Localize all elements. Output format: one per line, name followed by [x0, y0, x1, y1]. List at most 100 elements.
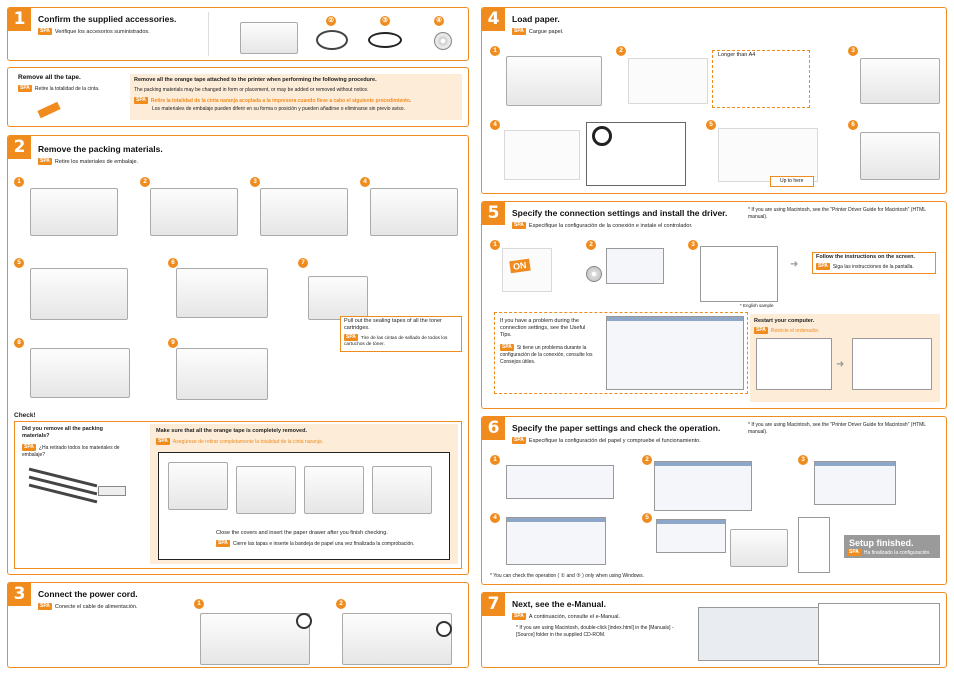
lang-badge: SPA: [38, 28, 52, 35]
accessory-badge: ④: [434, 16, 444, 26]
check-printer: [168, 462, 228, 510]
follow-es-text: Siga las instrucciones de la pantalla.: [832, 263, 914, 270]
subtitle-text: Cargue papel.: [528, 28, 564, 35]
step-badge: 2: [140, 177, 150, 187]
printer-image: [240, 22, 298, 54]
step-number: 5: [482, 202, 505, 225]
english-sample-note: * English sample: [740, 303, 774, 308]
next-arrow-icon: ➜: [790, 259, 799, 270]
pull-tapes-en: Pull out the sealing tapes of all the to…: [344, 318, 442, 331]
check-label: Check!: [14, 412, 36, 419]
lang-badge: SPA: [500, 344, 514, 351]
restart-en: Restart your computer.: [754, 318, 815, 324]
e-manual-screen: [818, 603, 940, 665]
check-printer: [236, 466, 296, 514]
lang-badge: SPA: [512, 28, 526, 35]
accessory-badge: ②: [326, 16, 336, 26]
config-page: [798, 517, 830, 573]
cd-rom-icon: [586, 266, 602, 282]
restart-es-text: Reinicie el ordenador.: [770, 327, 820, 334]
check-printer: [304, 466, 364, 514]
step-number: 4: [482, 8, 505, 31]
step-badge: 7: [298, 258, 308, 268]
step-badge: 3: [848, 46, 858, 56]
step-illustration: [176, 348, 268, 400]
close-es-text: Cierre las tapas e inserte la bandeja de…: [232, 540, 415, 547]
step-badge: 1: [490, 240, 500, 250]
step-badge: 2: [616, 46, 626, 56]
step-illustration: [176, 268, 268, 318]
lang-badge: SPA: [156, 438, 170, 445]
step-badge: 2: [586, 240, 596, 250]
lang-badge: SPA: [22, 444, 36, 451]
step-badge: 4: [360, 177, 370, 187]
step-illustration: [342, 613, 452, 665]
plug-icon: [296, 613, 312, 629]
step-number: 2: [8, 136, 31, 159]
cd-rom-image: [434, 32, 452, 50]
subtitle-text: Verifique los accesorios suministrados.: [54, 28, 150, 35]
lang-badge: SPA: [754, 327, 768, 334]
longer-than-a4-label: Longer than A4: [718, 52, 756, 58]
step-illustration: [30, 268, 128, 320]
step-illustration: [860, 58, 940, 104]
panel-title: Connect the power cord.: [38, 589, 138, 599]
menu-screen: [654, 461, 752, 511]
lang-badge: SPA: [816, 263, 830, 270]
problem-en: If you have a problem during the connect…: [500, 318, 586, 338]
panel-title: Confirm the supplied accessories.: [38, 14, 177, 24]
macintosh-note: * If you are using Macintosh, double-cli…: [516, 625, 674, 638]
step-illustration: [506, 56, 602, 106]
step-badge: 3: [250, 177, 260, 187]
panel-driver: 5 Specify the connection settings and in…: [481, 201, 947, 409]
lang-badge: SPA: [18, 85, 32, 92]
subtitle-text: Conecte el cable de alimentación.: [54, 603, 138, 610]
tape-warning-en: Remove all the orange tape attached to t…: [134, 77, 377, 83]
restart-screen-1: [756, 338, 832, 390]
restart-screen-2: [852, 338, 932, 390]
step-number: 7: [482, 593, 505, 616]
step-illustration: [370, 188, 458, 236]
lang-badge: SPA: [512, 437, 526, 444]
accessory-badge: ③: [380, 16, 390, 26]
subtitle-text: Retire los materiales de embalaje.: [54, 158, 139, 165]
power-cord-image: [316, 30, 348, 50]
step-number: 3: [8, 583, 31, 606]
longer-than-a4-box: [712, 50, 810, 108]
step-badge: 3: [688, 240, 698, 250]
close-en: Close the covers and insert the paper dr…: [216, 530, 388, 536]
step-badge: 4: [490, 120, 500, 130]
sure-en: Make sure that all the orange tape is co…: [156, 428, 307, 434]
step-illustration: [260, 188, 348, 236]
up-to-here-callout: [770, 176, 814, 187]
useful-tips-screen: [606, 316, 744, 390]
usb-cable-image: [368, 32, 402, 48]
step-number: 1: [8, 8, 31, 31]
desktop-screen: [698, 607, 824, 661]
tapes-illustration: [28, 467, 128, 504]
question-es-text: ¿Ha retirado todos los materiales de emb…: [22, 444, 120, 458]
problem-es-text: Si tiene un problema durante la configur…: [500, 344, 593, 365]
subtitle-text: Especifique la configuración de la conex…: [528, 222, 693, 229]
macintosh-note: * If you are using Macintosh, see the "P…: [748, 422, 926, 435]
no-symbol-icon: [592, 126, 612, 146]
macintosh-note: * If you are using Macintosh, see the "P…: [748, 207, 926, 220]
follow-instructions-box: [812, 252, 936, 274]
panel-title: Load paper.: [512, 14, 560, 24]
useful-tips-box: [494, 312, 748, 394]
lang-badge: SPA: [512, 222, 526, 229]
step-badge: 1: [194, 599, 204, 609]
